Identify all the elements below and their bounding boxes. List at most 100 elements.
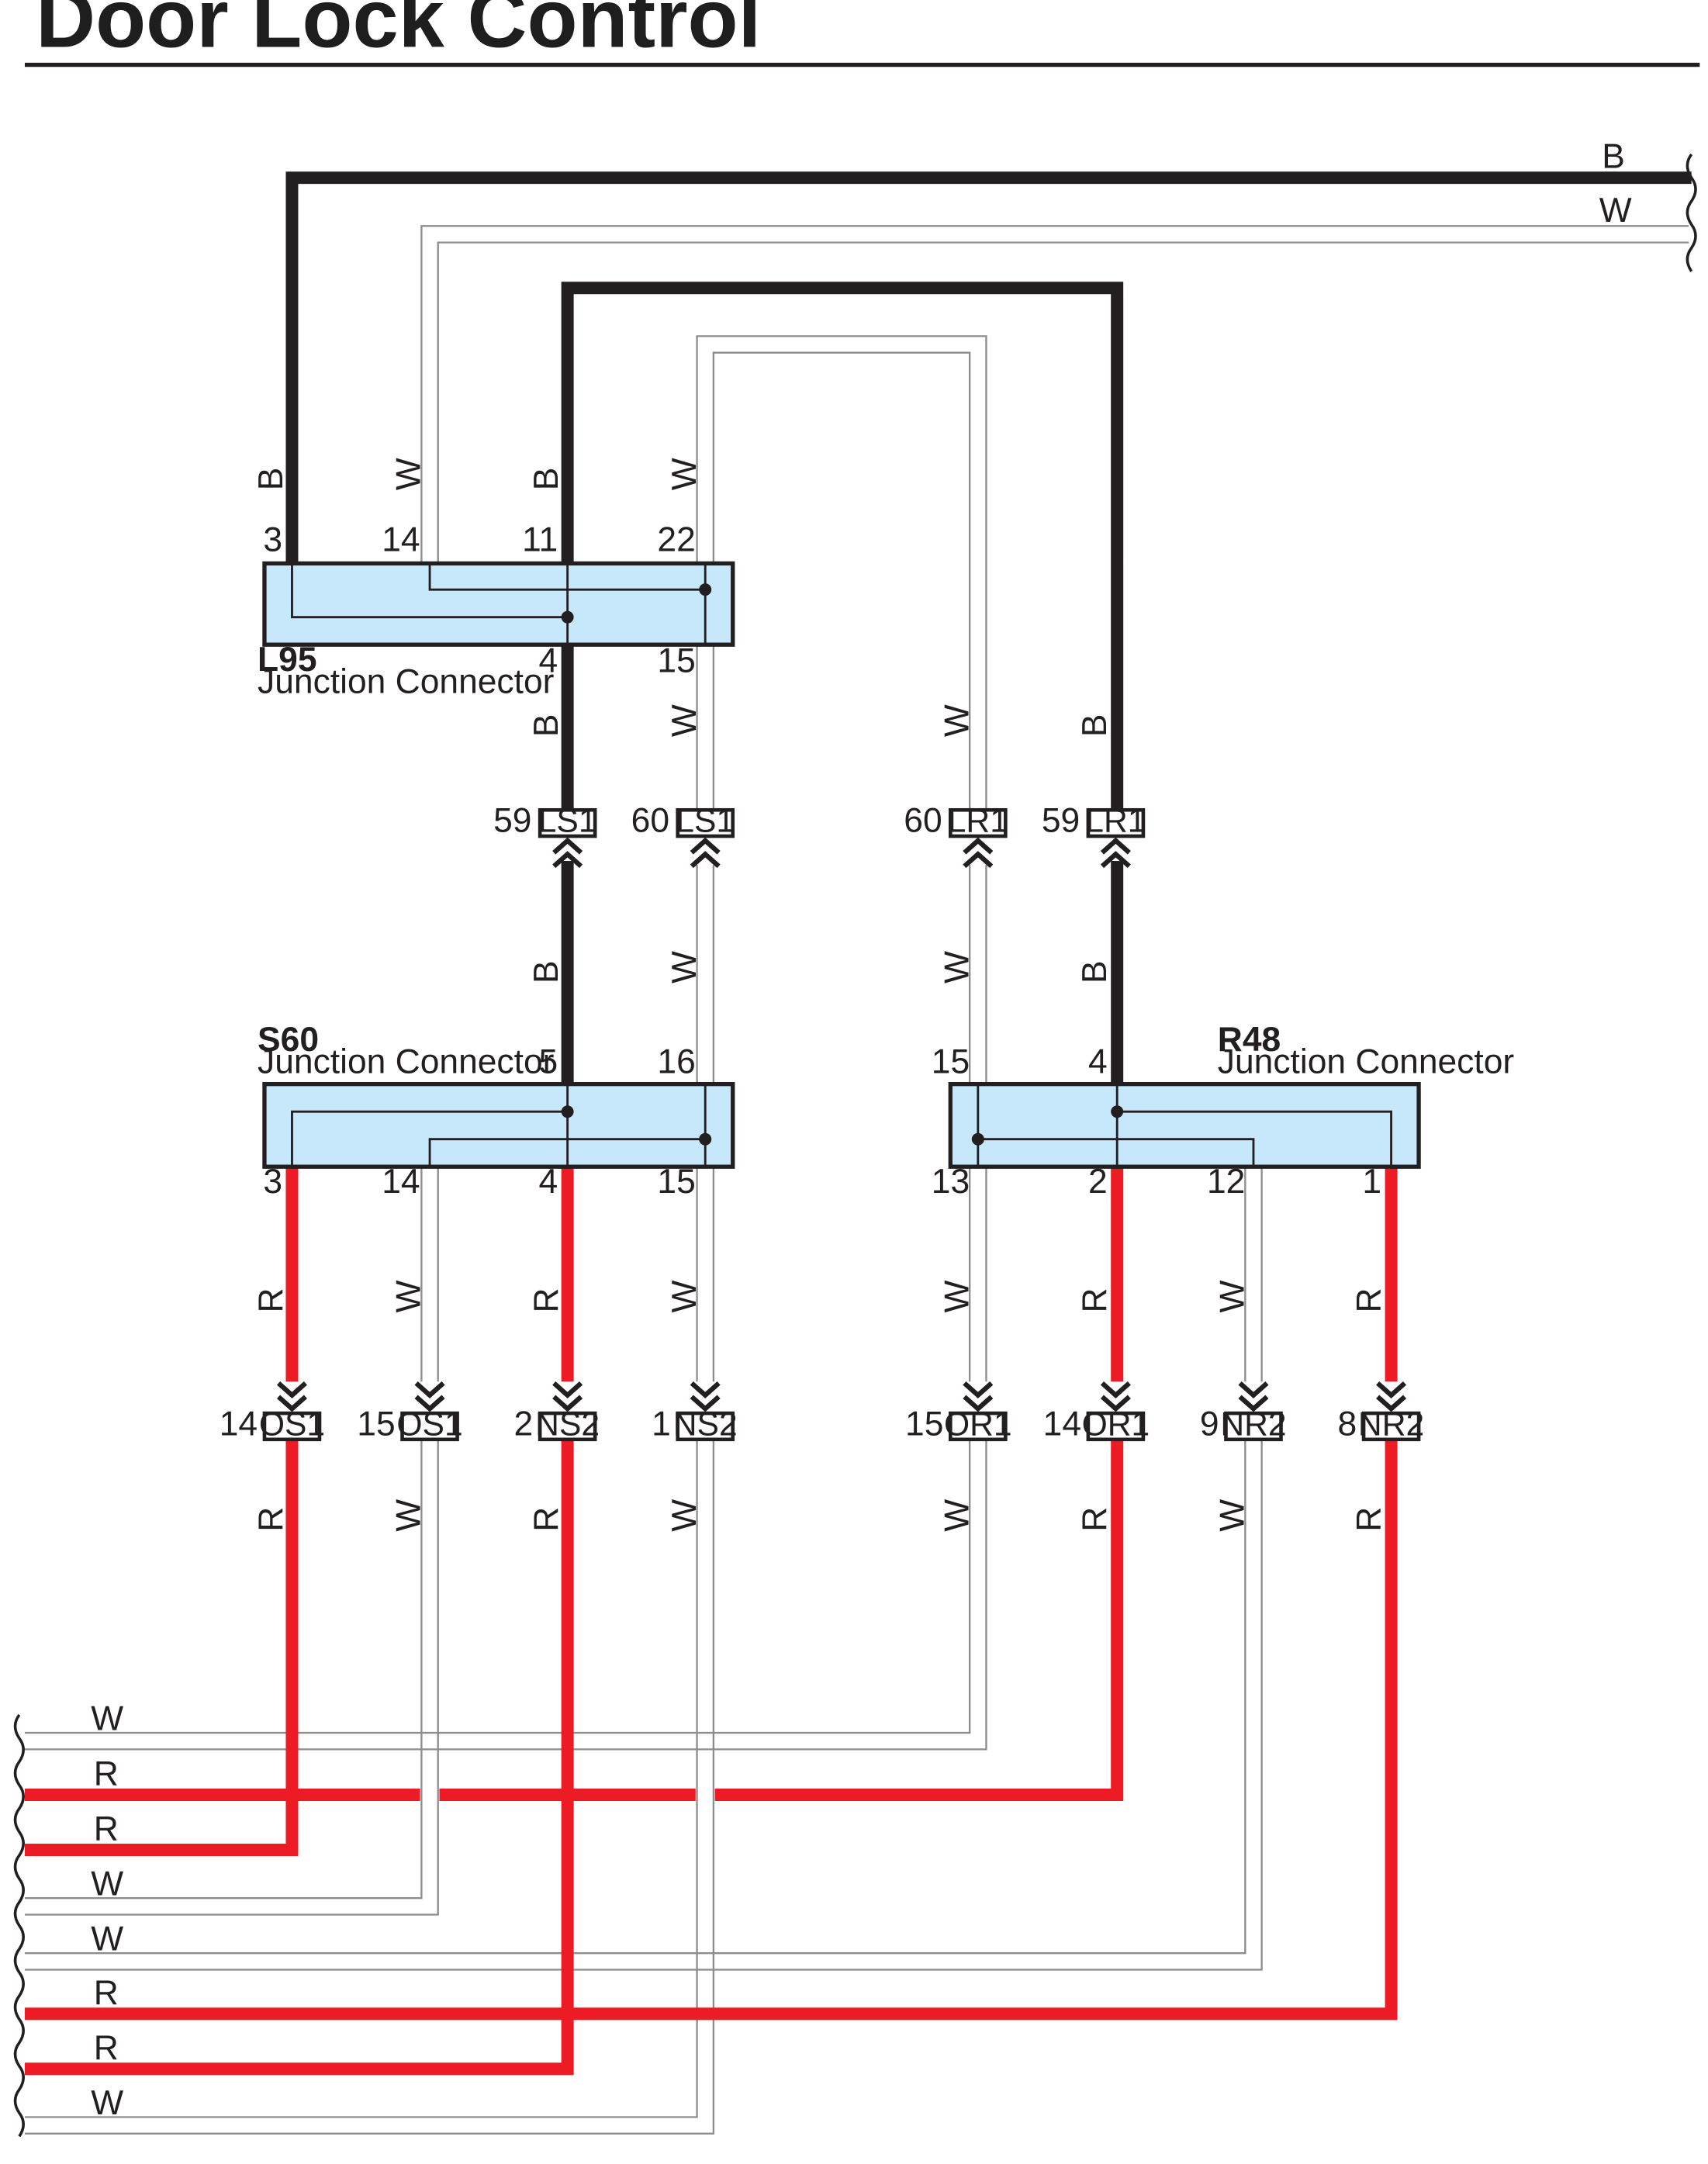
wire-color-labels: B W B W B W W B B W W B R W R W W R W R … <box>252 458 1388 1532</box>
pin-number: 13 <box>932 1163 970 1201</box>
svg-text:W: W <box>91 1865 123 1903</box>
inline-connector-nr2-9: NR2 9 <box>1200 1383 1287 1443</box>
connector-id: L95 <box>258 641 316 679</box>
svg-text:R: R <box>252 1288 290 1312</box>
black-wire-top <box>285 171 1692 564</box>
pin-number: 4 <box>539 642 558 680</box>
black-wire-loop <box>561 282 1124 813</box>
svg-text:59: 59 <box>493 802 531 840</box>
red-wire-os1 <box>24 1440 299 1857</box>
inline-connector-os1-14: OS1 14 <box>220 1383 325 1443</box>
pin-number: 15 <box>657 642 695 680</box>
pin-number: 14 <box>382 520 420 558</box>
svg-text:R: R <box>1350 1507 1388 1532</box>
svg-text:2: 2 <box>514 1405 534 1443</box>
wire-crossings <box>420 1788 715 1802</box>
junction-connector-l95: 3 14 11 22 4 15 L95 Junction Connector <box>258 520 735 700</box>
svg-text:NR2: NR2 <box>1358 1405 1424 1443</box>
pin-number: 22 <box>657 520 695 558</box>
inline-connector-ns2-1: NS2 1 <box>652 1383 738 1443</box>
pin-number: 16 <box>657 1042 695 1080</box>
pin-number: 3 <box>263 520 282 558</box>
red-wires <box>24 1167 1398 2076</box>
svg-text:W: W <box>1214 1499 1252 1532</box>
svg-text:W: W <box>938 1280 976 1312</box>
connector-id: S60 <box>258 1021 319 1059</box>
svg-text:LR1: LR1 <box>948 803 1008 840</box>
svg-text:15: 15 <box>905 1405 943 1443</box>
connector-description: Junction Connector <box>1218 1042 1515 1080</box>
black-wires <box>285 171 1692 1084</box>
svg-text:9: 9 <box>1200 1405 1219 1443</box>
page-title: Door Lock Control <box>36 0 761 64</box>
svg-text:OR1: OR1 <box>944 1405 1012 1443</box>
svg-text:R: R <box>94 1810 119 1848</box>
svg-text:OS1: OS1 <box>259 1405 325 1443</box>
pin-number: 1 <box>1362 1163 1381 1201</box>
svg-text:B: B <box>527 714 565 738</box>
svg-text:W: W <box>390 1499 428 1532</box>
white-wire-top-left <box>420 225 1689 564</box>
svg-text:60: 60 <box>631 802 669 840</box>
pin-number: 14 <box>382 1163 420 1201</box>
svg-text:15: 15 <box>357 1405 395 1443</box>
wire-label-top-b: B <box>1602 138 1625 176</box>
svg-text:W: W <box>91 1700 123 1738</box>
left-bus-labels: W R R W W R R W <box>91 1700 123 2122</box>
pin-number: 3 <box>263 1163 282 1201</box>
svg-text:NS2: NS2 <box>535 1405 600 1443</box>
svg-text:R: R <box>527 1507 565 1532</box>
pin-number: 4 <box>1088 1042 1108 1080</box>
svg-text:W: W <box>390 458 428 490</box>
connector-description: Junction Connector <box>258 662 555 700</box>
svg-text:R: R <box>527 1288 565 1312</box>
connector-id: R48 <box>1218 1021 1281 1059</box>
junction-connector-r48: R48 Junction Connector 15 4 13 2 12 1 <box>932 1021 1515 1201</box>
wire-break-symbols <box>13 153 1697 2138</box>
junction-connector-s60: S60 Junction Connector 5 16 3 14 4 15 <box>258 1021 735 1201</box>
svg-text:14: 14 <box>220 1405 258 1443</box>
inline-connector-os1-15: OS1 15 <box>357 1383 463 1443</box>
inline-connector-or1-15: OR1 15 <box>905 1383 1012 1443</box>
white-wires <box>24 225 1689 2135</box>
svg-text:W: W <box>666 458 704 490</box>
svg-text:B: B <box>1076 714 1114 738</box>
red-wire-nr2 <box>24 1440 1398 2021</box>
svg-text:NR2: NR2 <box>1220 1405 1286 1443</box>
inline-connector-ls1-60: LS1 60 <box>631 802 735 866</box>
red-wire-ns2 <box>24 1440 574 2076</box>
svg-text:LR1: LR1 <box>1085 803 1146 840</box>
inline-connector-ns2-2: NS2 2 <box>514 1383 600 1443</box>
svg-text:OR1: OR1 <box>1082 1405 1150 1443</box>
svg-text:R: R <box>94 1974 119 2012</box>
svg-text:W: W <box>91 1920 123 1958</box>
svg-text:59: 59 <box>1042 802 1080 840</box>
svg-text:NS2: NS2 <box>673 1405 738 1443</box>
inline-connector-lr1-60: LR1 60 <box>904 802 1008 866</box>
pin-number: 4 <box>539 1163 558 1201</box>
inline-connector-nr2-8: NR2 8 <box>1337 1383 1424 1443</box>
connector-description: Junction Connector <box>258 1042 555 1080</box>
svg-text:W: W <box>666 1499 704 1532</box>
white-wire-loop-outer <box>696 335 987 811</box>
svg-text:W: W <box>938 1499 976 1532</box>
svg-text:W: W <box>1214 1280 1252 1312</box>
svg-text:W: W <box>666 704 704 737</box>
inline-connector-or1-14: OR1 14 <box>1043 1383 1150 1443</box>
wire-label-top-w: W <box>1599 192 1632 230</box>
inline-connector-lr1-59: LR1 59 <box>1042 802 1146 866</box>
pin-number: 15 <box>932 1042 970 1080</box>
svg-text:R: R <box>94 2029 119 2067</box>
svg-text:60: 60 <box>904 802 942 840</box>
white-wire-top-right <box>437 241 1689 564</box>
svg-text:R: R <box>1076 1288 1114 1312</box>
svg-text:OS1: OS1 <box>396 1405 462 1443</box>
svg-text:8: 8 <box>1337 1405 1357 1443</box>
svg-text:LS1: LS1 <box>676 803 735 840</box>
pin-number: 2 <box>1088 1163 1108 1201</box>
svg-text:LS1: LS1 <box>538 803 597 840</box>
pin-number: 12 <box>1207 1163 1245 1201</box>
svg-text:1: 1 <box>652 1405 671 1443</box>
inline-connector-ls1-59: LS1 59 <box>493 802 597 866</box>
